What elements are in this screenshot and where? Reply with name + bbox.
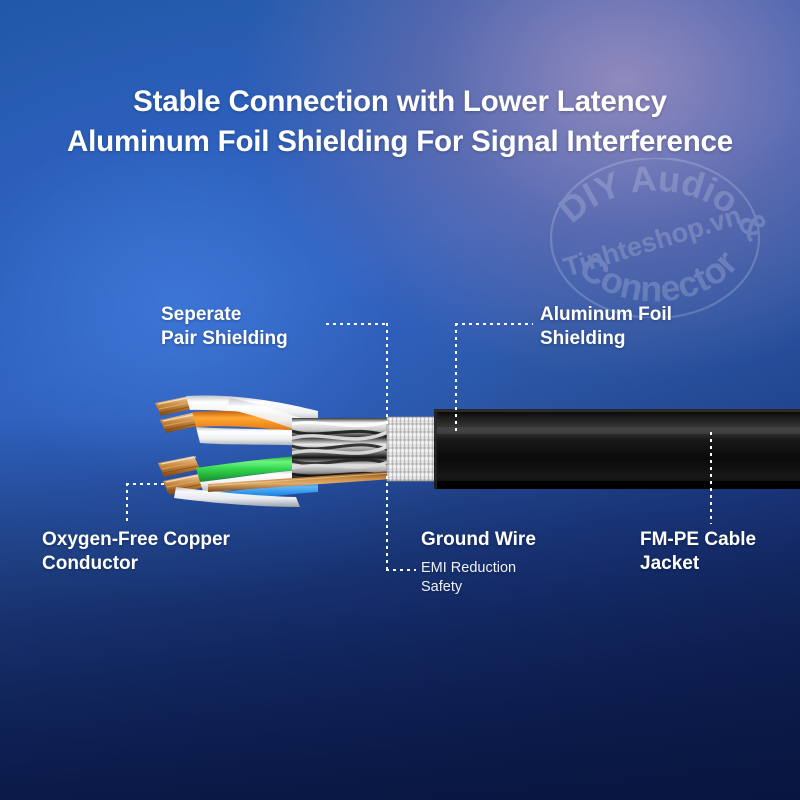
- callout-fmpe-cable-jacket: FM-PE Cable Jacket: [640, 529, 757, 574]
- ground-wire: [207, 471, 393, 492]
- poster-title: Stable Connection with Lower Latency Alu…: [0, 82, 800, 162]
- fm-pe-cable-jacket: [434, 409, 800, 489]
- leader-ground-wire-h: [386, 569, 416, 571]
- callout-ground-wire: Ground Wire: [421, 529, 536, 550]
- leader-oxygen-free-v: [126, 483, 128, 525]
- leader-fmpe-v: [710, 432, 712, 524]
- callout-aluminum-foil-shielding: Aluminum Foil Shielding: [540, 304, 672, 349]
- oxygen-free-copper-conductor-lower: [158, 456, 205, 495]
- leader-separate-pair-h: [326, 323, 388, 325]
- leader-aluminum-foil-h: [455, 323, 533, 325]
- callout-separate-pair-shielding: Seperate Pair Shielding: [161, 304, 288, 349]
- leader-separate-pair-v: [386, 323, 388, 425]
- title-line-2: Aluminum Foil Shielding For Signal Inter…: [67, 125, 733, 158]
- callout-oxygen-free-copper-conductor: Oxygen-Free Copper Conductor: [42, 529, 230, 574]
- aluminum-foil-shielding: [386, 416, 436, 482]
- leader-aluminum-foil-v: [455, 323, 457, 433]
- title-line-1: Stable Connection with Lower Latency: [133, 85, 667, 118]
- callout-ground-wire-subtext: EMI Reduction Safety: [421, 560, 517, 595]
- oxygen-free-copper-conductor-upper: [155, 396, 202, 433]
- leader-oxygen-free-h: [126, 483, 168, 485]
- blue-pair-wire: [174, 481, 318, 507]
- separate-pair-shielding: [292, 418, 388, 478]
- leader-ground-wire-v: [386, 476, 388, 570]
